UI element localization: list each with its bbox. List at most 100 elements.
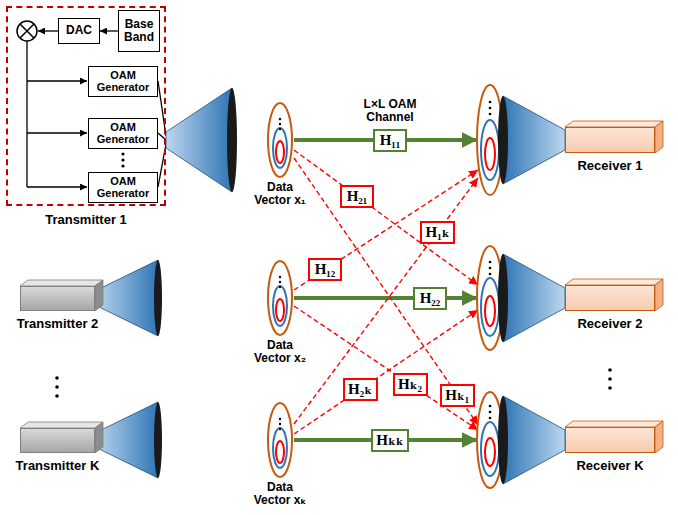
node-label: DAC xyxy=(66,24,92,37)
drawing-part xyxy=(489,411,492,414)
process-box: Base Band xyxy=(118,10,160,52)
node-heading: Transmitter 1 xyxy=(21,213,151,228)
drawing-part xyxy=(55,394,59,398)
channel-box: H₁₁ xyxy=(373,129,407,152)
cross-channel-arrow xyxy=(294,158,478,425)
node-heading: Transmitter K xyxy=(3,459,113,474)
channel-lines xyxy=(294,140,478,440)
drawing-part xyxy=(481,278,499,336)
wire xyxy=(27,132,87,133)
ellipsis-dots xyxy=(55,152,612,397)
drawing-part xyxy=(503,254,565,342)
ellipsis-dot xyxy=(279,418,281,420)
node-label: Hₖ₂ xyxy=(398,376,422,393)
drawing-part xyxy=(20,24,34,38)
beam-outline xyxy=(267,260,293,336)
node-heading: Receiver K xyxy=(555,459,665,474)
box-side-face xyxy=(95,422,103,453)
drawing-part xyxy=(489,273,492,276)
beam-ring xyxy=(268,403,292,477)
horn-aperture xyxy=(498,96,508,484)
cross-channel-arrow xyxy=(294,170,478,290)
drawing-part xyxy=(154,402,162,478)
drawing-part xyxy=(485,438,495,466)
beam-outline xyxy=(267,402,293,478)
cross-channel-arrow xyxy=(294,178,478,424)
drawing-part xyxy=(489,107,492,110)
data-vector: Data Vector x₁ xyxy=(267,102,293,178)
drawing-part xyxy=(121,158,124,161)
receiver-box: Receiver K xyxy=(565,427,655,453)
drawing-part xyxy=(17,21,37,41)
beam-ring xyxy=(273,128,287,168)
interference-channel-box: H₁ₖ xyxy=(420,221,455,244)
node-heading: Transmitter 2 xyxy=(3,317,113,332)
drawing-part xyxy=(498,96,508,184)
node-label: OAM Generator xyxy=(89,69,157,94)
drawing-part xyxy=(489,405,492,408)
ellipsis-dot xyxy=(279,281,281,283)
ellipsis-dot xyxy=(279,286,281,288)
drawing-part xyxy=(481,120,499,180)
drawing-part xyxy=(489,261,492,264)
drawing-part xyxy=(95,260,158,336)
receiver-box: Receiver 1 xyxy=(565,127,655,153)
drawing-part xyxy=(489,417,492,420)
drawing-part xyxy=(608,386,612,390)
mixer-wiring xyxy=(27,31,166,187)
node-label: Base Band xyxy=(119,18,159,45)
beam-ring xyxy=(276,299,284,321)
process-box: OAM Generator xyxy=(88,172,158,203)
cross-channel-arrow xyxy=(294,310,478,434)
drawing-part xyxy=(95,402,158,478)
cross-channel-arrow xyxy=(294,150,478,285)
process-box: OAM Generator xyxy=(88,118,158,149)
drawing-part xyxy=(503,96,565,184)
box-side-face xyxy=(95,280,103,311)
drawing-part xyxy=(485,296,495,326)
drawing-part xyxy=(481,422,499,476)
drawing-part xyxy=(227,88,237,192)
horn-aperture xyxy=(154,88,237,478)
drawing-part xyxy=(121,152,124,155)
node-label: OAM Generator xyxy=(89,121,157,146)
data-vector: Data Vector x₂ xyxy=(267,260,293,336)
mixer-symbol xyxy=(17,21,37,41)
process-box: DAC xyxy=(58,18,100,44)
interference-channel-box: H₂ₖ xyxy=(343,378,378,401)
beam-ring xyxy=(276,141,284,163)
process-box: OAM Generator xyxy=(88,66,158,97)
cross-channel-arrow xyxy=(294,306,478,430)
drawing-part xyxy=(55,385,59,389)
node-label: H₁ₖ xyxy=(426,224,450,241)
box-side-face xyxy=(655,279,663,311)
drawing-part xyxy=(489,101,492,104)
wire xyxy=(27,186,87,187)
interference-channel-box: H₂₁ xyxy=(340,185,374,208)
transmitter-box: Transmitter 2 xyxy=(20,286,95,311)
node-label: Hₖₖ xyxy=(376,432,403,449)
ellipsis-dot xyxy=(279,123,281,125)
interference-channel-box: H₁₂ xyxy=(308,258,342,281)
drawing-part xyxy=(608,377,612,381)
node-label: H₂ₖ xyxy=(348,381,372,398)
node-heading: Data Vector xₖ xyxy=(248,481,312,508)
node-label: H₂₂ xyxy=(420,290,441,307)
ellipsis-dots xyxy=(489,101,492,420)
node-heading: Receiver 2 xyxy=(555,317,665,332)
beam-ring xyxy=(268,103,292,177)
signal-arrow xyxy=(100,30,118,31)
beam-ring xyxy=(268,261,292,335)
drawing-part xyxy=(498,396,508,484)
drawing-part xyxy=(154,260,162,336)
transmitter-group: Transmitter 1Base BandDACOAM GeneratorOA… xyxy=(6,6,166,206)
node-label: H₂₁ xyxy=(347,188,368,205)
channel-box: H₂₂ xyxy=(413,287,447,310)
drawing-part xyxy=(608,368,612,372)
box-side-face xyxy=(655,421,663,453)
drawing-part xyxy=(121,164,124,167)
wire xyxy=(27,80,87,81)
beam-ring xyxy=(273,286,287,326)
